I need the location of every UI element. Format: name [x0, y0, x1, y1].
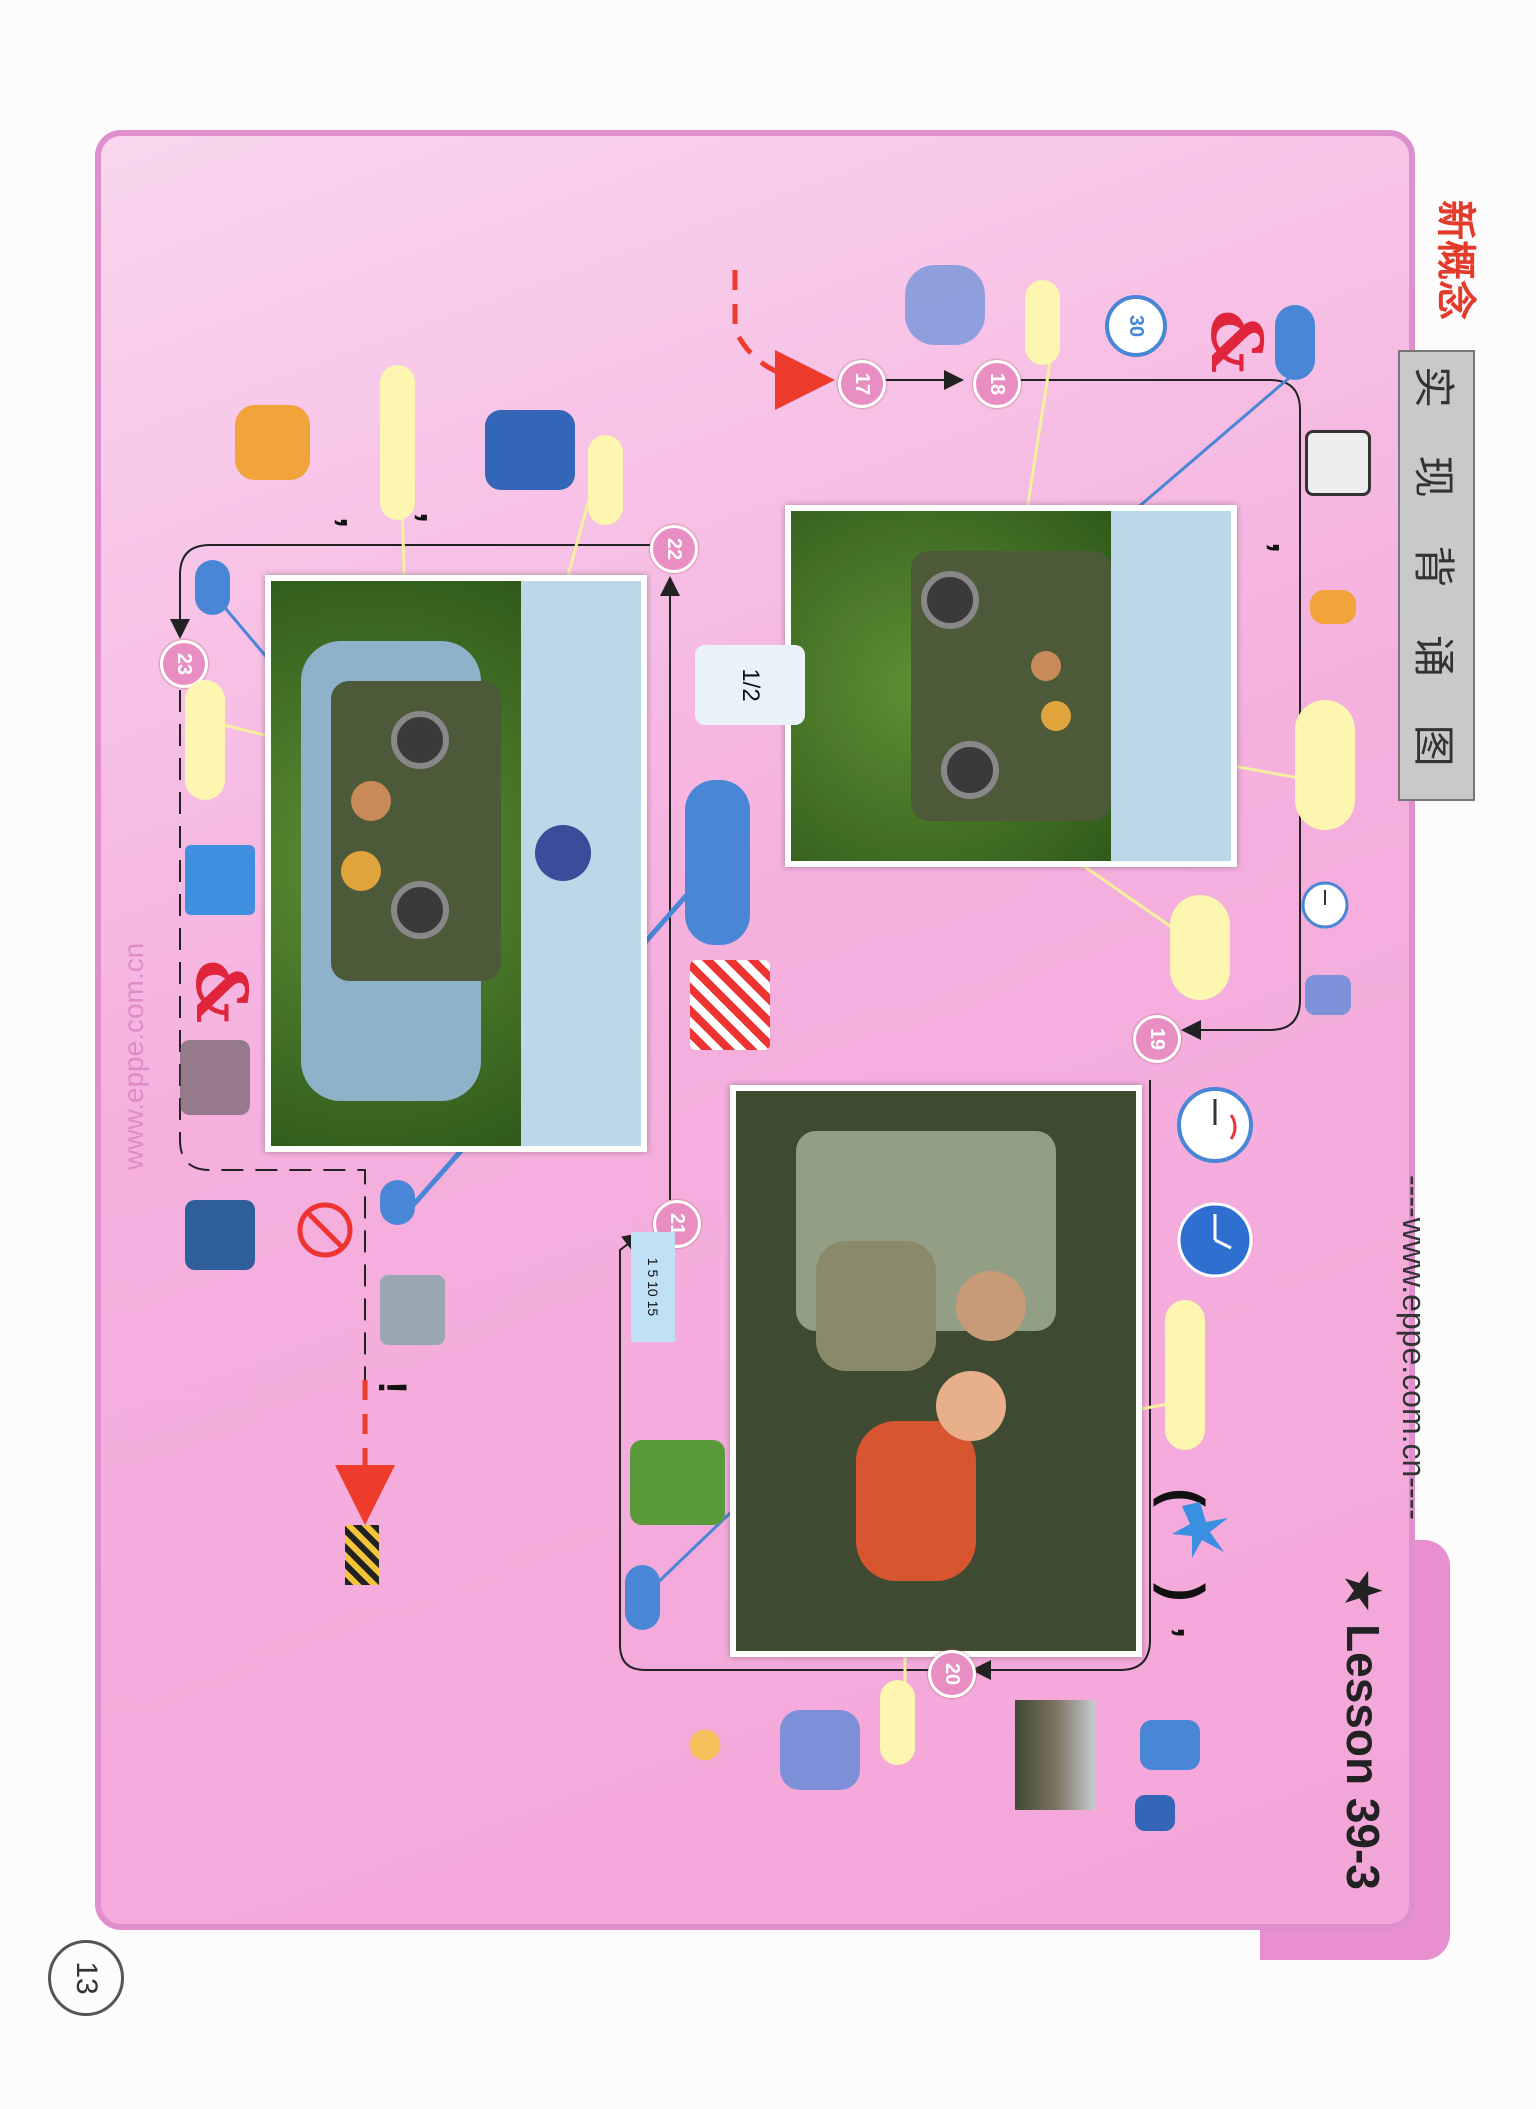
blank-yellow-4[interactable] — [1165, 1300, 1205, 1450]
clock-icon-blue — [1175, 1200, 1255, 1285]
burst-icon — [1170, 1500, 1230, 1565]
shoes-crossed-icon — [905, 265, 985, 345]
no-sign-icon — [295, 1200, 355, 1265]
gear-worker-icon — [185, 1200, 255, 1270]
fuel-can-icon — [535, 825, 591, 881]
blank-blue-3[interactable] — [195, 560, 230, 615]
engine-icon — [380, 1275, 445, 1345]
blank-blue-2[interactable] — [685, 780, 750, 945]
walking-people-icon — [1305, 975, 1351, 1015]
clock-icon-small — [1300, 880, 1350, 935]
blank-yellow-3[interactable] — [1170, 895, 1230, 1000]
blank-yellow-2[interactable] — [1295, 700, 1355, 830]
dancing-people-icon — [180, 1040, 250, 1115]
photo-couple-in-car — [730, 1085, 1142, 1657]
people-meeting-icon — [780, 1710, 860, 1790]
blank-yellow-6[interactable] — [380, 365, 415, 520]
step-badge-19: 19 — [1133, 1015, 1181, 1063]
comma-2: , — [1169, 1626, 1214, 1639]
step-badge-20: 20 — [928, 1650, 976, 1698]
blank-yellow-7[interactable] — [588, 435, 623, 525]
molecule-icon — [670, 1710, 740, 1780]
running-man-icon — [1140, 1720, 1200, 1770]
photo-truck-in-river — [265, 575, 647, 1152]
hazard-stripe-icon — [345, 1525, 379, 1585]
blank-blue-1[interactable] — [1275, 305, 1315, 380]
blank-yellow-8[interactable] — [185, 680, 225, 800]
thirty-badge-icon: 30 — [1105, 295, 1167, 357]
half-label: 1/2 — [737, 668, 764, 702]
ampersand-2: & — [180, 959, 264, 1024]
step-badge-22: 22 — [650, 525, 698, 573]
gauge-dial-icon — [1305, 430, 1371, 496]
scale-label: 1 5 10 15 — [645, 1257, 661, 1317]
crocodile-icon — [630, 1440, 725, 1525]
speeding-person-icon — [485, 410, 575, 490]
comma-1: , — [1264, 541, 1309, 554]
blank-blue-4[interactable] — [380, 1180, 415, 1225]
photo-truck-in-mud — [785, 505, 1237, 867]
blank-yellow-1[interactable] — [1025, 280, 1060, 365]
clock-icon-red-arrow — [1175, 1085, 1255, 1170]
exclamation-mark: ! — [370, 1380, 415, 1395]
landscape-photo-icon — [1015, 1700, 1095, 1810]
step-badge-18: 18 — [973, 360, 1021, 408]
blank-blue-5[interactable] — [625, 1565, 660, 1630]
comma-4: , — [332, 516, 377, 529]
paren-close: ) — [1152, 1583, 1216, 1602]
firefighter-icon — [235, 405, 310, 480]
step-badge-17: 17 — [838, 360, 886, 408]
barrier-icon — [690, 960, 770, 1050]
car-icon — [1310, 590, 1356, 624]
half-gauge-icon: 1/2 — [695, 645, 805, 725]
ampersand-1: & — [1195, 309, 1279, 374]
thirty-label: 30 — [1125, 314, 1148, 338]
car-blue-icon — [1135, 1795, 1175, 1831]
comma-3: , — [412, 511, 457, 524]
scale-ruler-icon: 1 5 10 15 — [631, 1232, 675, 1342]
blank-yellow-5[interactable] — [880, 1680, 915, 1765]
machine-explosion-icon — [185, 845, 255, 915]
